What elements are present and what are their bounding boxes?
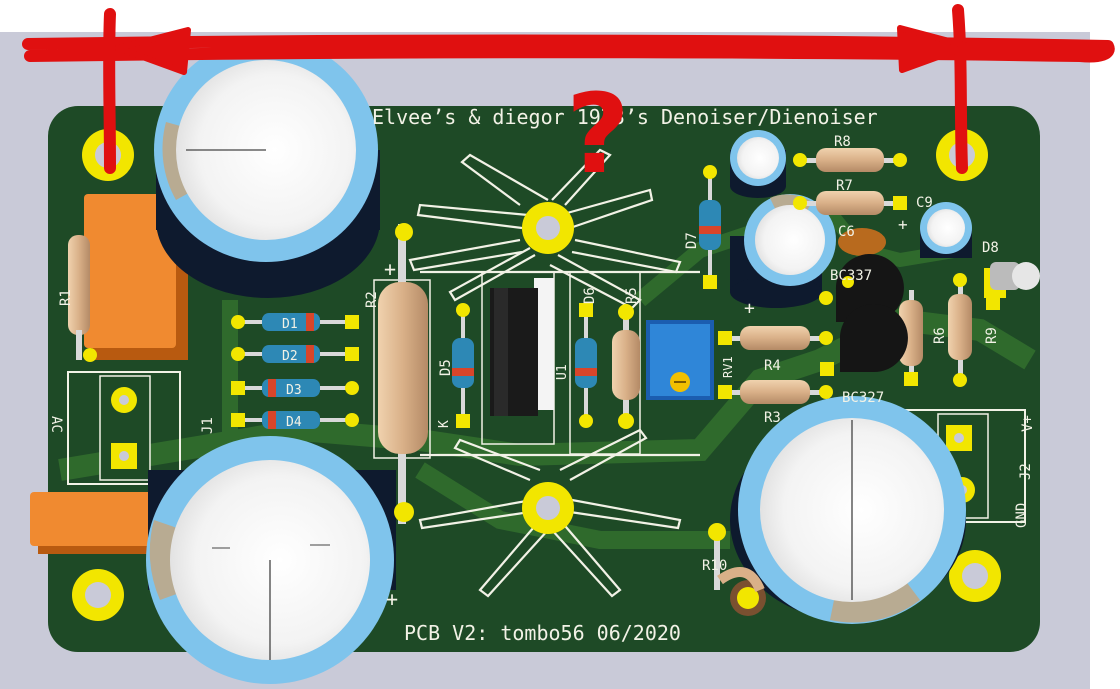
label-r2: R2 bbox=[364, 291, 380, 308]
d5-diode bbox=[452, 303, 474, 428]
label-r7: R7 bbox=[836, 178, 853, 194]
r1-resistor bbox=[68, 235, 90, 360]
diode-bridge bbox=[231, 313, 359, 429]
label-bc337: BC337 bbox=[830, 268, 872, 284]
label-r9: R9 bbox=[984, 327, 1000, 344]
small-capacitor-mid bbox=[730, 194, 836, 308]
d6-diode bbox=[575, 303, 597, 428]
label-d5: D5 bbox=[438, 359, 454, 376]
label-ac: AC bbox=[48, 416, 64, 433]
label-j1: J1 bbox=[200, 417, 216, 434]
large-capacitor-right bbox=[730, 396, 966, 624]
label-k: K bbox=[437, 420, 452, 428]
polarity-plus-2: + bbox=[386, 587, 398, 611]
j1-terminal bbox=[67, 371, 181, 485]
label-r8: R8 bbox=[834, 134, 851, 150]
r4-resistor bbox=[718, 326, 833, 350]
r9-resistor bbox=[948, 273, 972, 387]
small-capacitor-top bbox=[730, 130, 786, 198]
label-d4: D4 bbox=[286, 415, 302, 430]
bc327-transistor bbox=[820, 304, 908, 376]
orange-capacitor-bottom bbox=[30, 492, 168, 554]
r5-resistor bbox=[612, 304, 640, 429]
small-capacitor-c9 bbox=[920, 202, 972, 258]
label-d3: D3 bbox=[286, 383, 302, 398]
large-capacitor-bottom bbox=[146, 436, 396, 684]
label-r6: R6 bbox=[932, 327, 948, 344]
label-d7: D7 bbox=[684, 232, 700, 249]
label-d6: D6 bbox=[582, 287, 598, 304]
label-d2: D2 bbox=[282, 349, 298, 364]
label-r3: R3 bbox=[764, 410, 781, 426]
label-d8: D8 bbox=[982, 240, 999, 256]
label-rv1: RV1 bbox=[721, 356, 735, 378]
d7-diode bbox=[699, 165, 721, 289]
question-mark-annotation: ? bbox=[566, 70, 630, 198]
silkscreen-labels: Elvee’s & diegor 1973’s Denoiser/Dienois… bbox=[48, 105, 1036, 645]
red-annotation bbox=[22, 4, 1115, 174]
polarity-plus-1: + bbox=[384, 257, 396, 281]
label-r1: R1 bbox=[58, 289, 74, 306]
r8-resistor bbox=[793, 148, 907, 172]
board-footer: PCB V2: tombo56 06/2020 bbox=[404, 621, 681, 645]
r3-resistor bbox=[718, 380, 833, 404]
label-bc327: BC327 bbox=[842, 390, 884, 406]
label-j2: J2 bbox=[1018, 463, 1034, 480]
label-c9: C9 bbox=[916, 195, 933, 211]
label-vplus: V+ bbox=[1020, 415, 1036, 432]
board-title: Elvee’s & diegor 1973’s Denoiser/Dienois… bbox=[372, 105, 878, 129]
heatsink-outline bbox=[408, 148, 700, 598]
label-d1: D1 bbox=[282, 317, 298, 332]
d8-led bbox=[984, 262, 1040, 310]
polarity-plus-3: + bbox=[744, 298, 755, 319]
misc-pads bbox=[83, 276, 854, 362]
rv1-trimmer bbox=[646, 320, 714, 400]
r2-resistor bbox=[373, 223, 431, 524]
r7-resistor bbox=[793, 191, 907, 215]
label-u1: U1 bbox=[555, 364, 570, 380]
label-c6: C6 bbox=[838, 224, 855, 240]
label-r5: R5 bbox=[624, 287, 640, 304]
c6-ceramic-capacitor bbox=[838, 228, 886, 256]
u1-regulator bbox=[481, 271, 555, 445]
r10-resistor bbox=[708, 523, 766, 616]
bc337-transistor bbox=[819, 254, 904, 322]
label-r10: R10 bbox=[702, 558, 727, 574]
label-gnd: GND bbox=[1014, 503, 1030, 528]
polarity-plus-4: + bbox=[898, 215, 908, 234]
large-capacitor-top bbox=[154, 38, 380, 298]
label-r4: R4 bbox=[764, 358, 781, 374]
